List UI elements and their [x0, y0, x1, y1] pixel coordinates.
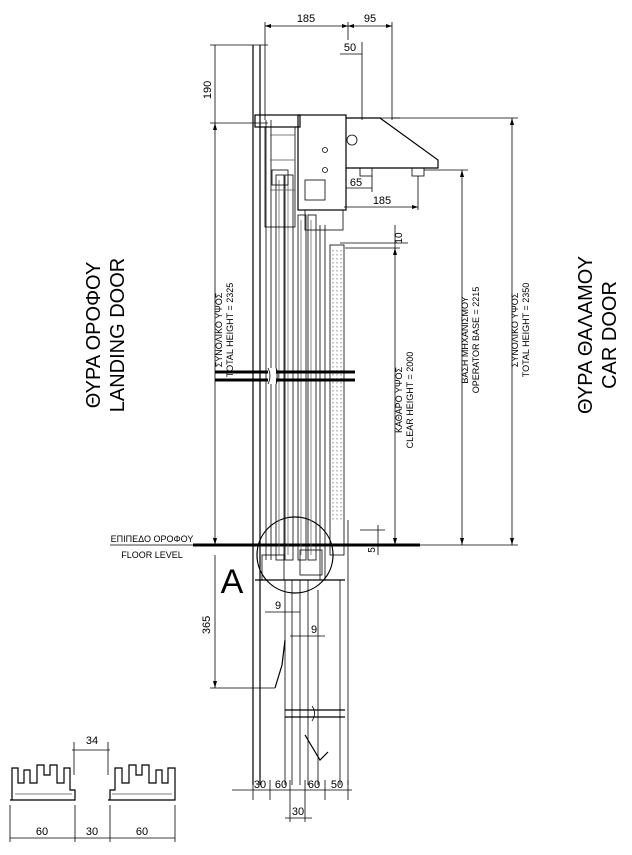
operator-base-gr: ΒΑΣΗ ΜΗΧΑΝΙΣΜΟΥ — [460, 296, 470, 383]
dim-50-top: 50 — [344, 42, 356, 54]
dim-60-left: 60 — [275, 779, 287, 791]
dim-190-group: 190 — [202, 44, 268, 124]
dim-60-right: 60 — [308, 779, 320, 791]
dim-60-profile-a: 60 — [36, 826, 48, 838]
floor-level-gr: ΕΠΙΠΕΔΟ ΟΡΟΦΟΥ — [111, 534, 194, 544]
dim-5-group: 5 — [360, 525, 385, 555]
dim-30-profile: 30 — [86, 826, 98, 838]
dim-9-group: 9 9 — [265, 600, 325, 637]
dim-9-a: 9 — [275, 600, 281, 612]
dim-34: 34 — [86, 735, 98, 747]
dim-95: 95 — [364, 13, 376, 25]
detail-a-mark: A — [221, 563, 244, 601]
floor-level-group: ΕΠΙΠΕΔΟ ΟΡΟΦΟΥ FLOOR LEVEL — [110, 534, 420, 560]
dim-190: 190 — [202, 81, 214, 99]
floor-level-en: FLOOR LEVEL — [121, 550, 183, 560]
break-lines — [215, 367, 355, 722]
dim-185-mid: 185 — [373, 195, 391, 207]
total-height-landing-gr: ΣΥΝΟΛΙΚΟ ΥΨΟΣ — [214, 292, 224, 367]
dim-60-profile-b: 60 — [136, 826, 148, 838]
operator-dims: 65 185 10 — [340, 176, 419, 255]
car-door-title-en: CAR DOOR — [599, 281, 621, 389]
dim-30-left: 30 — [254, 779, 266, 791]
dim-30-bottom: 30 — [292, 806, 304, 818]
car-door-title: ΘΥΡΑ ΘΑΛΑΜΟΥ CAR DOOR — [575, 256, 621, 414]
total-height-landing-en: TOTAL HEIGHT = 2325 — [225, 283, 235, 377]
dim-10: 10 — [394, 232, 405, 244]
bottom-dimensions: 30 60 60 50 30 — [232, 779, 352, 822]
dim-5: 5 — [367, 547, 378, 553]
dim-365-group: 365 — [201, 555, 275, 689]
total-height-car-gr: ΣΥΝΟΛΙΚΟ ΥΨΟΣ — [510, 292, 520, 367]
clear-height-group: ΚΑΘΑΡΟ ΥΨΟΣ CLEAR HEIGHT = 2000 — [345, 247, 415, 545]
perforated-panel — [332, 250, 342, 520]
dim-50-bottom: 50 — [331, 779, 343, 791]
total-height-car-en: TOTAL HEIGHT = 2350 — [521, 283, 531, 377]
dim-9-b: 9 — [311, 624, 317, 636]
door-assembly — [215, 45, 439, 785]
landing-door-title-gr: ΘΥΡΑ ΟΡΟΦΟΥ — [83, 262, 105, 409]
landing-door-title-en: LANDING DOOR — [107, 258, 129, 412]
dim-65: 65 — [350, 177, 362, 189]
car-door-title-gr: ΘΥΡΑ ΘΑΛΑΜΟΥ — [575, 256, 597, 414]
total-height-landing-group: ΣΥΝΟΛΙΚΟ ΥΨΟΣ TOTAL HEIGHT = 2325 — [213, 123, 235, 545]
total-height-car-group: ΣΥΝΟΛΙΚΟ ΥΨΟΣ TOTAL HEIGHT = 2350 — [392, 117, 531, 546]
dim-365: 365 — [201, 616, 213, 634]
operator-base-group: ΒΑΣΗ ΜΗΧΑΝΙΣΜΟΥ OPERATOR BASE = 2215 — [424, 169, 481, 545]
dim-185-top: 185 — [297, 13, 315, 25]
clear-height-gr: ΚΑΘΑΡΟ ΥΨΟΣ — [394, 367, 404, 434]
clear-height-en: CLEAR HEIGHT = 2000 — [405, 352, 415, 449]
operator-base-en: OPERATOR BASE = 2215 — [471, 287, 481, 393]
landing-door-title: ΘΥΡΑ ΟΡΟΦΟΥ LANDING DOOR — [83, 258, 129, 412]
top-dimensions: 185 95 50 — [264, 13, 393, 120]
sill-profile-detail: 34 60 30 60 — [9, 735, 176, 842]
